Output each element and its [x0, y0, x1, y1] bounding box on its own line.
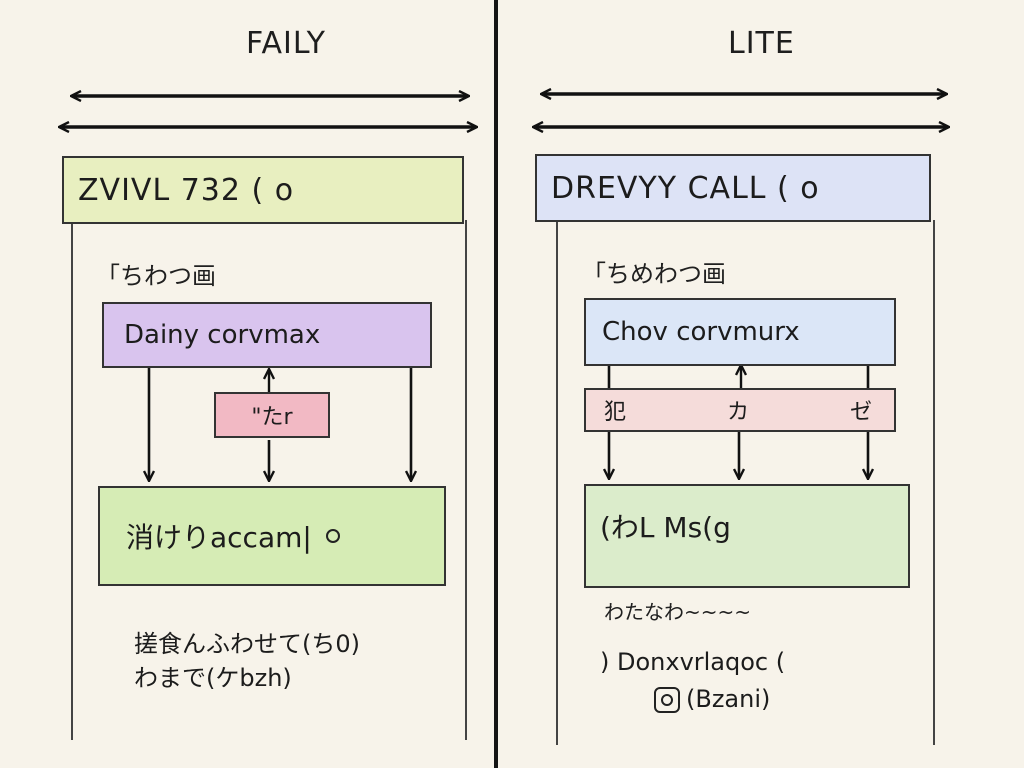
right-band-cell-3: ゼ: [849, 400, 872, 425]
right-scribble-text: わたなわ~~~~: [604, 600, 752, 624]
left-bottom-box: 消けりaccam|: [98, 486, 446, 586]
right-top-box-text: Chov corvmurx: [602, 317, 800, 347]
left-top-box-text: Dainy corvmax: [124, 320, 321, 350]
right-column-title: LITE: [728, 26, 795, 61]
right-header-text: DREVYY CALL ( ο: [551, 170, 820, 206]
right-middle-band: 犯 カ ゼ: [584, 388, 896, 432]
right-band-cell-1: 犯: [604, 400, 627, 425]
left-note-line-1: 搓食んふわせて(ち0): [134, 630, 360, 658]
right-section-label: 「ちめわつ画: [582, 260, 726, 288]
right-bottom-box-text: (わL Ms(g: [600, 511, 731, 544]
left-note-line-2: わまで(ケbzh): [134, 663, 292, 692]
left-middle-chip-text: "たr: [251, 405, 293, 430]
left-top-box: Dainy corvmax: [102, 302, 432, 368]
right-note-line-2: (Bzani): [686, 685, 771, 714]
left-header-text: ZVIVL 732 ( ο: [78, 172, 295, 208]
left-header-box: ZVIVL 732 ( ο: [62, 156, 464, 224]
left-column-title: FAILY: [246, 26, 326, 61]
left-section-label: 「ちわつ画: [96, 262, 216, 290]
right-top-box: Chov corvmurx: [584, 298, 896, 366]
right-note-line-2-wrap: (Bzani): [600, 681, 785, 718]
right-band-cell-2: カ: [726, 400, 749, 425]
left-note: 搓食んふわせて(ち0) わまで(ケbzh): [134, 628, 360, 695]
camera-icon: [654, 687, 680, 714]
right-note-line-1: ) Donxvrlaqoc (: [600, 648, 786, 676]
column-divider: [494, 0, 498, 768]
circle-icon: [325, 529, 340, 543]
left-middle-chip: "たr: [214, 392, 330, 438]
right-header-box: DREVYY CALL ( ο: [535, 154, 931, 222]
right-bottom-box: (わL Ms(g: [584, 484, 910, 588]
right-note: ) Donxvrlaqoc ( (Bzani): [600, 644, 785, 718]
left-bottom-box-text: 消けりaccam|: [126, 521, 312, 554]
